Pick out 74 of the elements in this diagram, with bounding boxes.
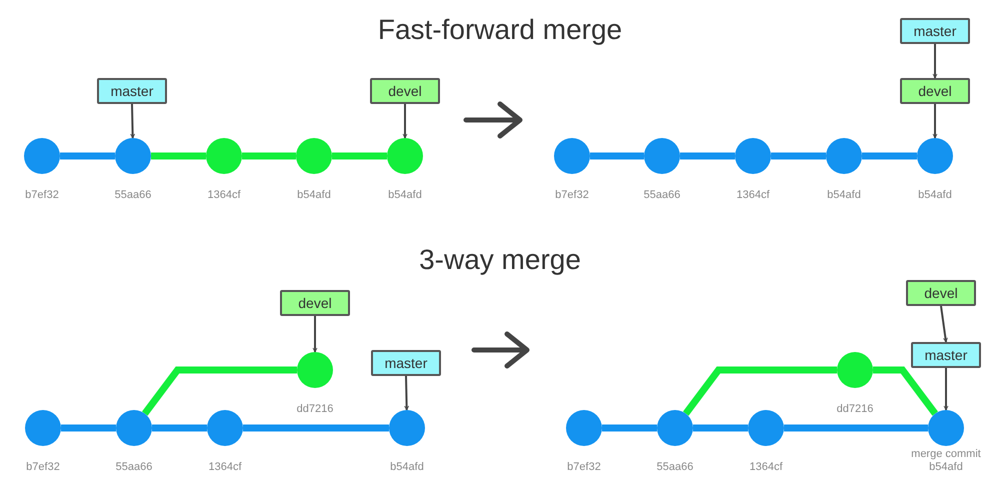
- branch-line: [602, 424, 657, 432]
- commit-hash: dd7216: [836, 403, 874, 416]
- branch-line: [784, 424, 928, 432]
- commit-hash: dd7216: [296, 403, 334, 416]
- section-heading: Fast-forward merge: [378, 14, 622, 45]
- branch-label: devel: [370, 78, 440, 104]
- commit-circle: [206, 138, 242, 174]
- branch-line: [693, 424, 748, 432]
- commit-hash: b7ef32: [25, 189, 59, 202]
- branch-line: [680, 152, 735, 160]
- arrow: [932, 44, 938, 78]
- commit-circle: [116, 410, 152, 446]
- commit-hash: 1364cf: [207, 189, 241, 202]
- commit-circle: [24, 138, 60, 174]
- branch-line: [771, 152, 826, 160]
- commit-hash: b54afd: [929, 461, 963, 474]
- commit-hash: 1364cf: [208, 461, 242, 474]
- commit-hash: 55aa66: [116, 461, 152, 474]
- commit-circle: [566, 410, 602, 446]
- commit-circle: [387, 138, 423, 174]
- commit-hash: b7ef32: [26, 461, 60, 474]
- commit-hash: b54afd: [390, 461, 424, 474]
- branch-line: [862, 152, 917, 160]
- commit-hash: 1364cf: [749, 461, 783, 474]
- commit-circle: [25, 410, 61, 446]
- branch-line: [332, 152, 387, 160]
- commit-circle: [837, 352, 873, 388]
- commit-circle: [389, 410, 425, 446]
- commit-circle: [826, 138, 862, 174]
- branch-line: [151, 152, 206, 160]
- commit-hash: 55aa66: [644, 189, 680, 202]
- branch-line: [152, 424, 207, 432]
- arrow: [932, 104, 938, 138]
- branch-label: master: [371, 350, 441, 376]
- branch-line: [242, 152, 296, 160]
- commit-hash: 1364cf: [736, 189, 770, 202]
- arrow: [944, 368, 948, 410]
- commit-circle: [928, 410, 964, 446]
- commit-hash: b7ef32: [555, 189, 589, 202]
- commit-hash: 55aa66: [656, 461, 694, 474]
- arrow: [402, 104, 408, 138]
- branch-line: [590, 152, 644, 160]
- section-heading: 3-way merge: [419, 244, 581, 275]
- branch-line: [683, 366, 837, 416]
- commit-hash: b54afd: [388, 189, 422, 202]
- branch-label: devel: [280, 290, 350, 316]
- branch-label: master: [911, 342, 981, 368]
- commit-circle: [657, 410, 693, 446]
- commit-circle: [748, 410, 784, 446]
- commit-circle: [207, 410, 243, 446]
- commit-circle: [296, 138, 332, 174]
- branch-line: [60, 152, 115, 160]
- arrow: [404, 376, 410, 410]
- commit-hash: b54afd: [918, 189, 952, 202]
- commit-hash: b54afd: [297, 189, 331, 202]
- arrow: [130, 104, 136, 138]
- branch-label: master: [97, 78, 167, 104]
- arrow: [940, 306, 948, 342]
- commit-circle: [554, 138, 590, 174]
- commit-circle: [917, 138, 953, 174]
- commit-circle: [297, 352, 333, 388]
- branch-label: devel: [900, 78, 970, 104]
- commit-circle: [644, 138, 680, 174]
- commit-circle: [115, 138, 151, 174]
- commit-circle: [735, 138, 771, 174]
- branch-line: [243, 424, 389, 432]
- commit-hash: b54afd: [827, 189, 861, 202]
- branch-line: [142, 366, 297, 416]
- commit-hash: merge commit: [911, 448, 981, 461]
- branch-label: devel: [906, 280, 976, 306]
- commit-hash: 55aa66: [114, 189, 152, 202]
- branch-label: master: [900, 18, 970, 44]
- arrow: [312, 316, 318, 352]
- commit-hash: b7ef32: [567, 461, 601, 474]
